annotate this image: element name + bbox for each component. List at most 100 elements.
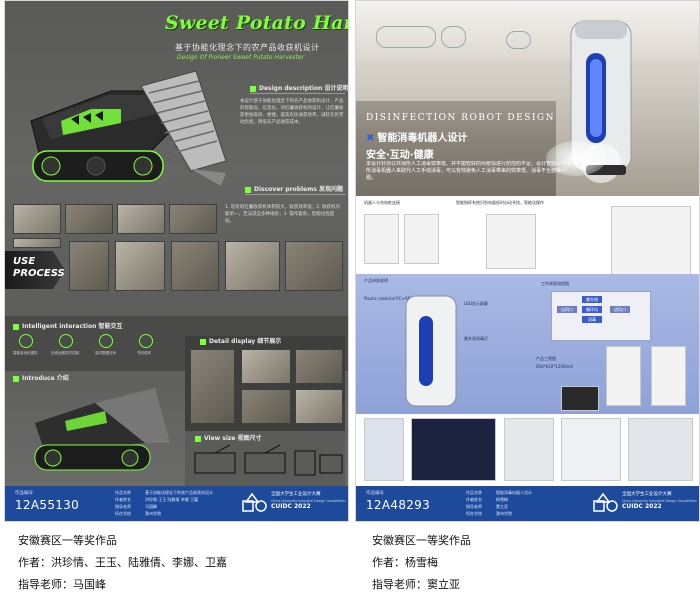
icon-label: 实时数据分析 bbox=[95, 351, 116, 355]
footer-label: 作者姓名 bbox=[115, 497, 131, 502]
view-size-panel bbox=[185, 431, 345, 486]
three-view-front bbox=[606, 346, 641, 406]
footer-field-values: 基于协能化理念下的农产品收获机设计 洪珍情 王玉 陆雅倩 李娜 卫嘉 马国峰 滁… bbox=[145, 489, 235, 517]
heading-text: Detail display 细节展示 bbox=[209, 338, 282, 345]
icon-label: 节约成本 bbox=[137, 351, 151, 355]
right-caption-award: 安徽赛区一等奖作品 bbox=[372, 534, 471, 547]
workflow-label: 工作原理流程图 bbox=[541, 281, 569, 286]
detail-closeup bbox=[295, 349, 343, 384]
discover-problems-heading: Discover problems 发现问题 bbox=[245, 184, 343, 193]
right-caption-advisor: 指导老师：窦立亚 bbox=[372, 578, 460, 591]
divider bbox=[250, 93, 345, 94]
robot-charging-photo bbox=[404, 214, 439, 264]
left-poster-footer: 作品编号 12A55130 作品名称 作者姓名 指导老师 所在学校 基于协能化理… bbox=[5, 486, 348, 521]
org-cn: 全国大学生工业设计大赛 bbox=[622, 492, 672, 497]
robot-charging-photo bbox=[364, 214, 399, 264]
org-en: China University Industrial Design Compe… bbox=[271, 499, 346, 503]
competition-name: 全国大学生工业设计大赛 China University Industrial … bbox=[622, 492, 697, 510]
competition-name: 全国大学生工业设计大赛 China University Industrial … bbox=[271, 492, 346, 510]
footer-value: 滁州学院 bbox=[145, 511, 161, 516]
heading-bar bbox=[200, 338, 206, 345]
uv-label: 紫外线消毒灯 bbox=[464, 336, 488, 341]
introduce-heading: Introduce 介绍 bbox=[13, 373, 69, 382]
footer-value: 窦立亚 bbox=[496, 504, 508, 509]
right-poster-title-en: Disinfection robot design bbox=[366, 113, 555, 123]
flow-disinfect: 消毒 bbox=[582, 316, 602, 323]
material-label: 产品材质说明 bbox=[364, 278, 388, 283]
robot-photo bbox=[486, 214, 536, 269]
detail-photo bbox=[504, 418, 554, 481]
detail-closeup bbox=[241, 389, 291, 424]
detail-photo bbox=[628, 418, 693, 481]
charging-label: 机器人与充电桩连接 bbox=[364, 200, 400, 205]
work-id-label: 作品编号 bbox=[15, 491, 33, 496]
process-word: PROCESS bbox=[13, 268, 65, 279]
heading-bar bbox=[13, 375, 19, 382]
heading-text: View size 视图尺寸 bbox=[204, 435, 262, 442]
right-poster-details: 机器人与充电桩连接 智能指挥系统识别电量低时自动寻找，智能化操作 产品材质说明 … bbox=[356, 196, 699, 486]
intelligent-interaction-heading: Intelligent interaction 智能交互 bbox=[13, 321, 122, 330]
workflow-diagram: 紫外线 循环风 消毒 出风口 进风口 bbox=[551, 291, 651, 341]
harvester-illustration bbox=[30, 70, 227, 186]
cuidc-logo-icon bbox=[593, 492, 618, 512]
use-process-word: USE bbox=[13, 256, 36, 267]
field-photo bbox=[117, 204, 165, 234]
process-render bbox=[115, 241, 165, 291]
left-caption-authors: 作者：洪珍情、王玉、陆雅倩、李娜、卫嘉 bbox=[18, 556, 227, 569]
detail-closeup bbox=[190, 349, 235, 424]
title-cn-text: 智能消毒机器人设计 bbox=[377, 133, 468, 144]
field-photo bbox=[13, 204, 61, 234]
left-poster-subtitle-en: Design Of Pioneer Sweet Potato Harvester bbox=[177, 54, 305, 61]
floating-icon bbox=[441, 26, 466, 48]
footer-label: 作品名称 bbox=[115, 490, 131, 495]
process-render bbox=[69, 241, 109, 291]
heading-text: Intelligent interaction 智能交互 bbox=[22, 323, 123, 330]
cuidc-logo-icon bbox=[242, 492, 267, 512]
heading-bar bbox=[13, 323, 19, 330]
flow-circulation: 循环风 bbox=[582, 306, 602, 313]
problem-text: 1. 现有的红薯收获机体积较大，收获效率低；2. 收获机功能单一，无法适应多种地… bbox=[225, 205, 340, 224]
divider bbox=[245, 194, 345, 195]
org-cn: 全国大学生工业设计大赛 bbox=[271, 492, 321, 497]
heading-bar bbox=[245, 186, 251, 193]
detail-closeup bbox=[295, 389, 343, 424]
title-overlay bbox=[356, 101, 556, 196]
footer-label: 所在学校 bbox=[115, 511, 131, 516]
intelligent-label: 智能指挥系统识别电量低时自动寻找，智能化操作 bbox=[456, 200, 544, 205]
heading-bar bbox=[250, 85, 256, 92]
design-description-text: 本设计基于协能化理念下的农产品收获机设计，产品的智能化、信息化，对红薯收获机的设… bbox=[240, 99, 344, 125]
footer-value: 洪珍情 王玉 陆雅倩 李娜 卫嘉 bbox=[145, 497, 199, 502]
left-poster-title: Sweet Potato Harvester bbox=[165, 12, 348, 34]
footer-label: 指导老师 bbox=[466, 504, 482, 509]
work-id-label: 作品编号 bbox=[366, 491, 384, 496]
icon-label: 无线远程实时控制 bbox=[51, 351, 79, 355]
footer-label: 所在学校 bbox=[466, 511, 482, 516]
footer-field-values: 智能消毒机器人设计 杨雪梅 窦立亚 滁州学院 bbox=[496, 489, 586, 517]
pc-abs-label: Plastic material PC+ABS bbox=[364, 296, 413, 301]
flow-inlet: 进风口 bbox=[610, 306, 630, 313]
three-view-top bbox=[561, 386, 599, 411]
three-view-drawing bbox=[194, 444, 343, 476]
screen-detail-photo bbox=[411, 418, 496, 481]
right-poster-hero: Disinfection robot design ✖智能消毒机器人设计 安全·… bbox=[356, 1, 699, 196]
use-process-arrow bbox=[5, 251, 65, 289]
footer-value: 马国峰 bbox=[145, 504, 157, 509]
mist-effect bbox=[546, 141, 606, 176]
footer-value: 智能消毒机器人设计 bbox=[496, 490, 532, 495]
footer-value: 杨雪梅 bbox=[496, 497, 508, 502]
footer-label: 指导老师 bbox=[115, 504, 131, 509]
footer-value: 基于协能化理念下的农产品收获机设计 bbox=[145, 490, 213, 495]
footer-value: 滁州学院 bbox=[496, 511, 512, 516]
harvester-side-render bbox=[34, 388, 170, 471]
left-caption-advisor: 指导老师：马国峰 bbox=[18, 578, 106, 591]
robot-material-render bbox=[405, 295, 457, 407]
remote-control-icon bbox=[59, 334, 73, 348]
right-poster-slogan: 安全·互动·健康 bbox=[366, 150, 434, 161]
right-poster: Disinfection robot design ✖智能消毒机器人设计 安全·… bbox=[355, 0, 700, 522]
right-poster-title-cn: ✖智能消毒机器人设计 bbox=[366, 129, 467, 144]
detail-photo bbox=[561, 418, 621, 481]
field-photo bbox=[13, 238, 61, 248]
view-size-heading: View size 视图尺寸 bbox=[195, 433, 262, 442]
heading-text: Discover problems 发现问题 bbox=[254, 186, 344, 193]
right-design-text: 本设计针对公共场所人工消毒效率低、并不能较好的对疫情进行防控的不足，设计智能公共… bbox=[366, 161, 571, 181]
